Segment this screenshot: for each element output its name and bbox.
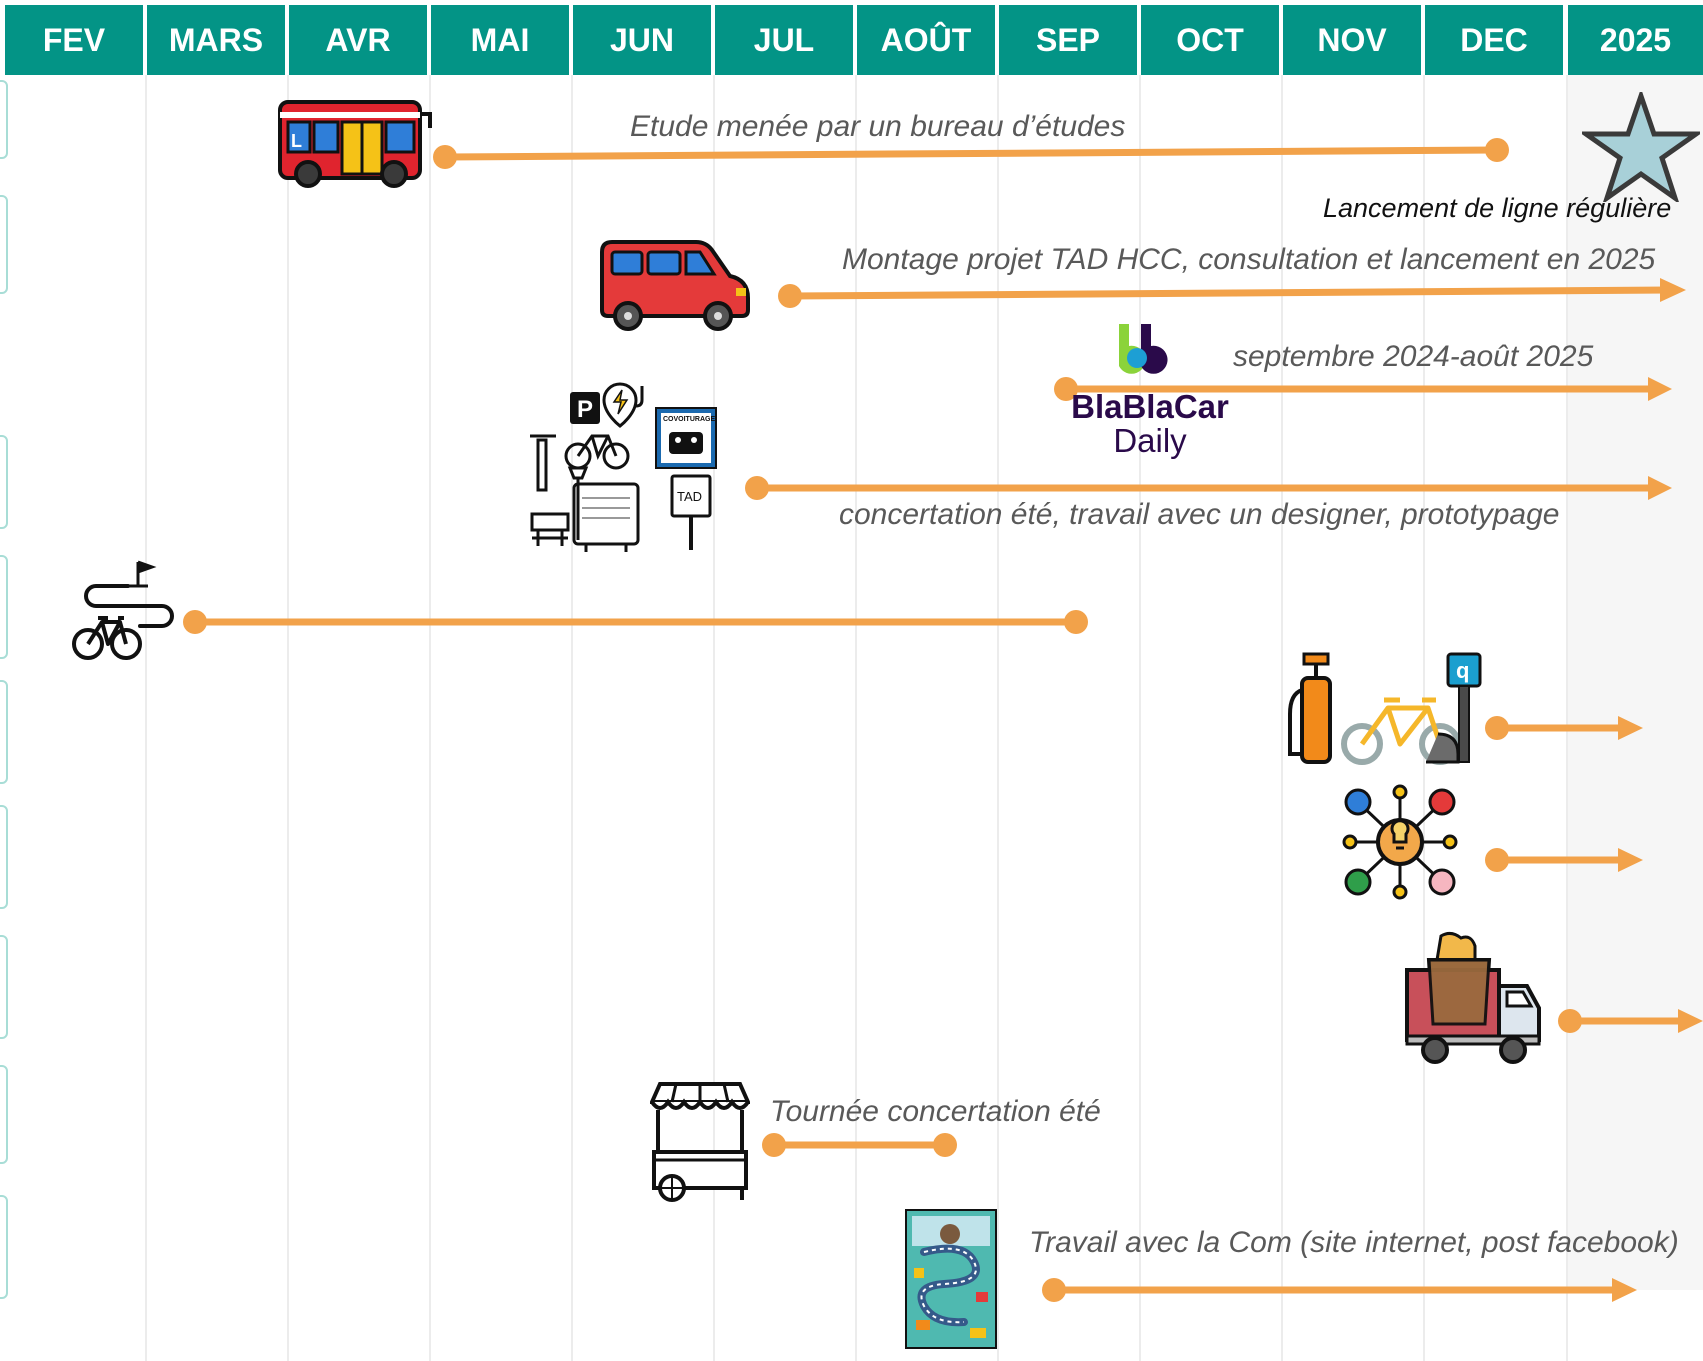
bar-start-dot (1558, 1009, 1582, 1033)
column-gridline (287, 75, 289, 1361)
bar-start-dot (183, 610, 207, 634)
svg-text:P: P (577, 396, 593, 423)
blablacar-logo (1119, 324, 1168, 374)
bar-end-dot (1064, 610, 1088, 634)
bar-end-arrow (1618, 716, 1643, 740)
row-tab (0, 435, 8, 529)
bar-end-dot (933, 1133, 957, 1157)
bar-tad-project (786, 286, 1674, 300)
row-tab (0, 680, 8, 784)
blablacar-wordmark: BlaBlaCar Daily (1070, 390, 1230, 458)
task-label-blablacar: septembre 2024-août 2025 (1233, 340, 1594, 373)
mobility-guide-poster-icon (905, 1209, 997, 1349)
task-label-com: Travail avec la Com (site internet, post… (1029, 1226, 1679, 1259)
bar-start-dot (762, 1133, 786, 1157)
bar-start-dot (433, 145, 457, 169)
row-tab (0, 805, 8, 909)
task-label-bus-study: Etude menée par un bureau d’études (630, 110, 1126, 143)
bar-end-arrow (1660, 278, 1686, 302)
month-mars: MARS (147, 5, 285, 75)
covoiturage-sign-text: COVOITURAGE (663, 416, 715, 423)
row-tab (0, 935, 8, 1039)
bar-start-dot (1485, 716, 1509, 740)
bar-start-dot (778, 284, 802, 308)
month-nov: NOV (1283, 5, 1421, 75)
column-gridline (1423, 75, 1425, 1361)
bike-station-icon: q (1288, 652, 1482, 765)
svg-text:q: q (1456, 658, 1469, 683)
network-idea-icon (1342, 784, 1458, 900)
column-gridline (855, 75, 857, 1361)
row-tab (0, 1065, 8, 1164)
bar-start-dot (1042, 1278, 1066, 1302)
blablacar-wordmark-title: BlaBlaCar (1071, 388, 1229, 425)
column-gridline (713, 75, 715, 1361)
column-gridline (1281, 75, 1283, 1361)
month-aout: AOÛT (857, 5, 995, 75)
column-gridline (1139, 75, 1141, 1361)
bar-start-dot (745, 476, 769, 500)
month-2025: 2025 (1568, 5, 1703, 75)
month-avr: AVR (289, 5, 427, 75)
task-label-tad-project: Montage projet TAD HCC, consultation et … (842, 243, 1656, 276)
bar-end-arrow (1648, 377, 1672, 401)
bar-start-dot (1054, 377, 1078, 401)
bus-icon: L (278, 100, 432, 188)
tad-sign-text: TAD (677, 489, 702, 504)
market-stall-icon (650, 1082, 750, 1202)
row-tab (0, 195, 8, 294)
van-icon (600, 240, 750, 331)
column-gridline (1566, 75, 1568, 1361)
month-oct: OCT (1141, 5, 1279, 75)
column-gridline (145, 75, 147, 1361)
bar-end-dot (1485, 138, 1509, 162)
delivery-truck-icon (1405, 931, 1541, 1064)
column-gridline (571, 75, 573, 1361)
task-label-concertation: concertation été, travail avec un design… (839, 498, 1560, 531)
month-mai: MAI (431, 5, 569, 75)
bar-end-arrow (1648, 476, 1672, 500)
task-label-market-tour: Tournée concertation été (770, 1095, 1101, 1128)
column-2025-shade (1568, 75, 1703, 1290)
row-tab (0, 1195, 8, 1299)
row-tab (0, 555, 8, 659)
blablacar-wordmark-sub: Daily (1113, 422, 1187, 459)
month-header: FEV MARS AVR MAI JUN JUL AOÛT SEP OCT NO… (0, 0, 1703, 75)
bar-start-dot (1485, 848, 1509, 872)
month-dec: DEC (1425, 5, 1563, 75)
star-icon (1582, 92, 1700, 202)
month-jun: JUN (573, 5, 711, 75)
column-gridline (997, 75, 999, 1361)
bike-route-icon (72, 560, 174, 660)
bar-end-arrow (1618, 848, 1643, 872)
month-sep: SEP (999, 5, 1137, 75)
bar-end-arrow (1678, 1009, 1703, 1033)
bar-end-arrow (1612, 1278, 1637, 1302)
mobility-signs-icon: P COVOITURAGE TAD (530, 382, 717, 552)
month-fev: FEV (5, 5, 143, 75)
month-jul: JUL (715, 5, 853, 75)
bar-bus-study (441, 146, 1501, 161)
column-gridline (429, 75, 431, 1361)
row-tab (0, 80, 8, 159)
milestone-label: Lancement de ligne régulière (1323, 193, 1672, 223)
svg-text:L: L (291, 131, 302, 151)
